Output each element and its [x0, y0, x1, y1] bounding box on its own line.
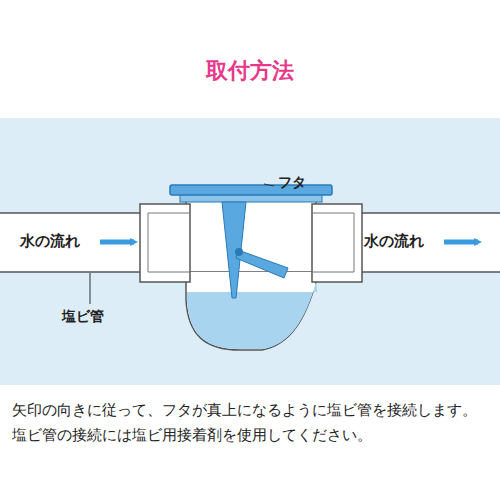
flow-arrow [100, 240, 134, 245]
flow-label: 水の流れ [20, 232, 80, 250]
socket-inner [312, 213, 354, 214]
valve-flapper [236, 250, 288, 278]
instruction-note: 矢印の向きに従って、フタが真上になるように塩ビ管を接続します。 [12, 401, 477, 419]
pvc-pipe [0, 213, 150, 272]
leader-line [90, 273, 91, 304]
part-label: 塩ビ管 [62, 308, 104, 325]
instruction-note: 塩ビ管の接続には塩ビ用接着剤を使用してください。 [12, 426, 372, 444]
socket-inner [148, 213, 149, 272]
socket-inner [148, 272, 190, 273]
flow-arrow [444, 240, 478, 245]
socket-inner [148, 213, 190, 214]
lid [170, 185, 332, 195]
valve-body [187, 272, 315, 292]
flow-label: 水の流れ [364, 232, 424, 250]
socket [140, 204, 190, 282]
leader-line [264, 184, 274, 186]
water [187, 282, 317, 349]
water [187, 282, 317, 349]
socket-inner [312, 272, 354, 273]
valve-bowl [186, 268, 316, 350]
hinge [235, 248, 243, 256]
part-label: フタ [278, 174, 306, 191]
title: 取付方法 [206, 58, 294, 84]
pvc-pipe [350, 213, 500, 272]
socket-inner [354, 213, 355, 272]
valve-stem [222, 202, 246, 298]
socket [312, 204, 362, 282]
